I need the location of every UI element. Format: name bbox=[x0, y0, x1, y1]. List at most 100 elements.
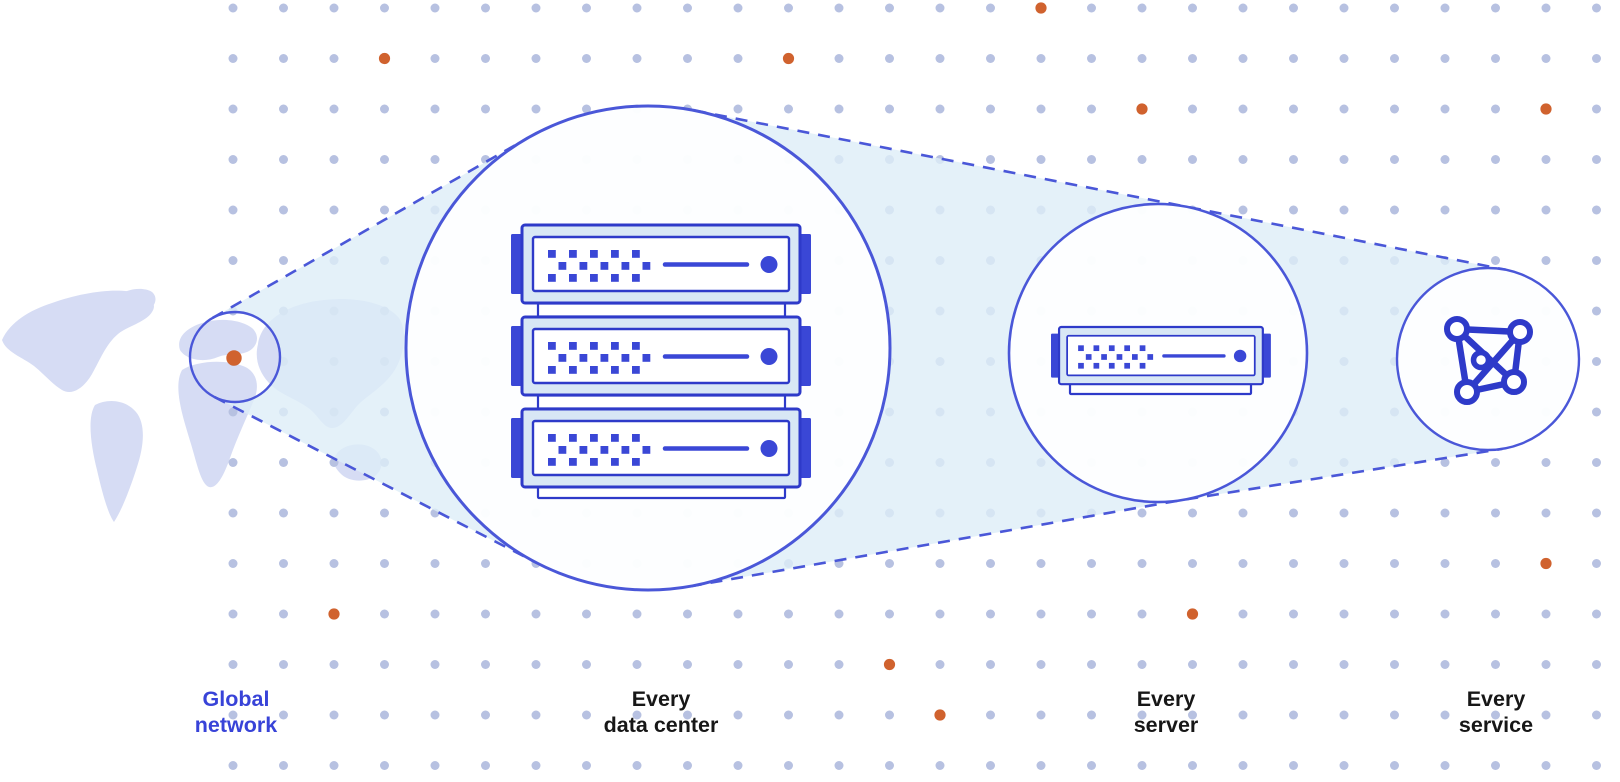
grid-dot bbox=[1440, 155, 1450, 164]
dashed-zoom-lines bbox=[212, 109, 1506, 588]
grid-dot bbox=[986, 660, 995, 669]
grid-dot bbox=[430, 710, 440, 720]
grid-dot bbox=[632, 710, 642, 720]
grid-dot bbox=[1188, 508, 1197, 518]
grid-dot bbox=[1238, 104, 1248, 114]
grid-dot bbox=[733, 761, 743, 770]
grid-dot bbox=[1137, 609, 1147, 619]
grid-dot bbox=[228, 3, 238, 13]
grid-dot bbox=[481, 3, 490, 13]
grid-dot bbox=[329, 660, 339, 669]
grid-dot bbox=[683, 660, 692, 669]
grid-dot bbox=[1592, 761, 1601, 770]
continent-north-america bbox=[2, 290, 154, 393]
grid-dot bbox=[632, 609, 642, 619]
mesh-center-node bbox=[1470, 349, 1492, 371]
grid-dot bbox=[1238, 710, 1248, 720]
dashed-line-upper-left bbox=[212, 136, 529, 320]
grid-dot bbox=[1087, 761, 1096, 770]
grid-dot bbox=[1137, 761, 1147, 770]
grid-dot bbox=[430, 660, 440, 669]
grid-dot bbox=[1390, 508, 1399, 518]
grid-dot bbox=[1491, 205, 1500, 215]
grid-dot bbox=[1238, 660, 1248, 669]
grid-dot bbox=[228, 205, 238, 215]
grid-dot bbox=[683, 761, 692, 770]
grid-dot bbox=[683, 3, 692, 13]
grid-dot bbox=[1087, 559, 1096, 568]
grid-dot bbox=[1440, 508, 1450, 518]
grid-dot bbox=[1390, 609, 1399, 619]
grid-dot bbox=[1440, 205, 1450, 215]
grid-dot bbox=[1036, 104, 1046, 114]
grid-dot bbox=[834, 104, 844, 114]
grid-dot bbox=[935, 660, 945, 669]
grid-dot bbox=[986, 155, 995, 164]
grid-dot bbox=[1036, 559, 1046, 568]
grid-dot bbox=[935, 609, 945, 619]
grid-dot bbox=[986, 559, 995, 568]
accent-dot bbox=[934, 709, 946, 721]
grid-dot bbox=[380, 660, 389, 669]
grid-dot bbox=[986, 609, 995, 619]
grid-dot bbox=[784, 710, 793, 720]
label-line: Every bbox=[631, 687, 691, 711]
grid-dot bbox=[935, 559, 945, 568]
grid-dot bbox=[683, 609, 692, 619]
grid-dot bbox=[1137, 54, 1147, 63]
grid-dot bbox=[329, 761, 339, 770]
grid-dot bbox=[531, 104, 541, 114]
label-line: Global bbox=[202, 687, 270, 711]
grid-dot bbox=[1541, 54, 1551, 63]
grid-dot bbox=[1491, 458, 1500, 467]
server-stack-band bbox=[536, 302, 787, 318]
grid-dot bbox=[582, 104, 591, 114]
grid-dot bbox=[1087, 3, 1096, 13]
mesh-network-icon bbox=[1444, 316, 1533, 405]
grid-dot bbox=[430, 3, 440, 13]
grid-dot bbox=[1592, 104, 1601, 114]
grid-dot bbox=[279, 508, 288, 518]
grid-dot bbox=[885, 710, 894, 720]
grid-dot bbox=[1289, 104, 1298, 114]
grid-dot bbox=[1592, 710, 1601, 720]
continent-south-america bbox=[90, 400, 143, 522]
grid-dot bbox=[885, 559, 894, 568]
grid-dot bbox=[1592, 357, 1601, 366]
grid-dot bbox=[380, 104, 389, 114]
grid-dot bbox=[885, 761, 894, 770]
grid-dot bbox=[1137, 559, 1147, 568]
grid-dot bbox=[1339, 205, 1349, 215]
grid-dot bbox=[1339, 609, 1349, 619]
grid-dot bbox=[531, 660, 541, 669]
grid-dot bbox=[1491, 54, 1500, 63]
grid-dot bbox=[834, 660, 844, 669]
grid-dot bbox=[1137, 660, 1147, 669]
grid-dot bbox=[1339, 3, 1349, 13]
grid-dot bbox=[329, 104, 339, 114]
grid-dot bbox=[481, 104, 490, 114]
grid-dot bbox=[1491, 559, 1500, 568]
grid-dot bbox=[430, 761, 440, 770]
accent-dot bbox=[782, 52, 795, 65]
grid-dot bbox=[1188, 761, 1197, 770]
grid-dot bbox=[582, 54, 591, 63]
grid-dot bbox=[228, 710, 238, 720]
grid-dot bbox=[1339, 508, 1349, 518]
grid-dot bbox=[1036, 54, 1046, 63]
grid-dot bbox=[1238, 54, 1248, 63]
grid-dot bbox=[1541, 155, 1551, 164]
grid-dot bbox=[329, 155, 339, 164]
grid-dot bbox=[1541, 508, 1551, 518]
grid-dot bbox=[279, 458, 288, 467]
grid-dot bbox=[1541, 3, 1551, 13]
grid-dot bbox=[733, 104, 743, 114]
grid-dot bbox=[784, 761, 793, 770]
accent-dot bbox=[883, 658, 896, 671]
grid-dot bbox=[1592, 458, 1601, 467]
grid-dot bbox=[1390, 710, 1399, 720]
grid-dot bbox=[1541, 205, 1551, 215]
grid-dot bbox=[1592, 205, 1601, 215]
grid-dot bbox=[228, 155, 238, 164]
grid-dot bbox=[279, 54, 288, 63]
